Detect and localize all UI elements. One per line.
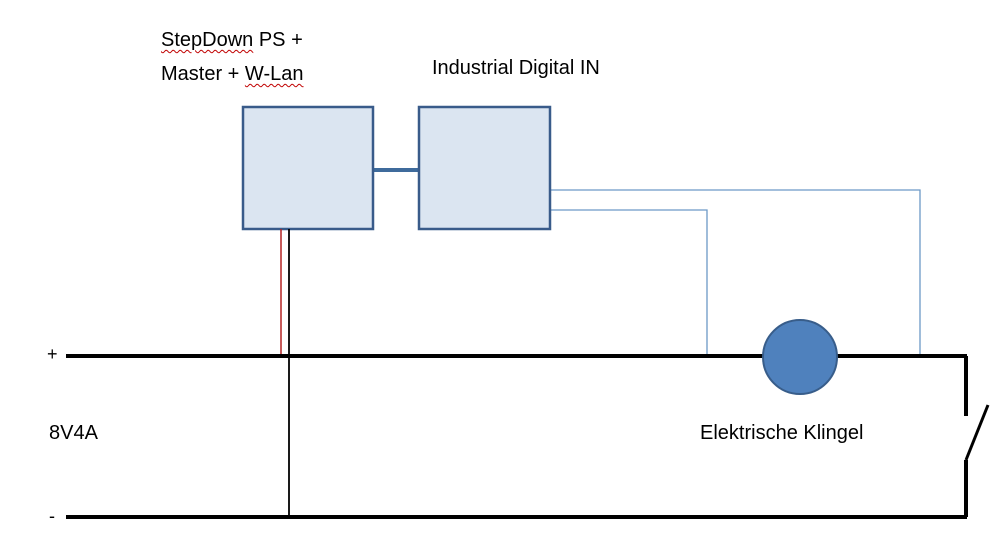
electric-bell-label: Elektrische Klingel xyxy=(700,422,864,444)
stepdown-ps-text: PS + xyxy=(253,29,303,51)
negative-terminal-label: - xyxy=(49,506,55,526)
stepdown-word: StepDown xyxy=(161,29,254,51)
stepdown-master-wlan-box xyxy=(241,105,375,231)
signal-wire-lower xyxy=(551,209,708,356)
stepdown-label-line2: Master + W-Lan xyxy=(161,61,303,87)
signal-wire-upper xyxy=(551,189,921,356)
stepdown-label-line1: StepDown PS + xyxy=(161,27,303,53)
industrial-digital-in-label: Industrial Digital IN xyxy=(432,57,600,79)
wlan-word: W-Lan xyxy=(244,63,304,85)
industrial-digital-in-box xyxy=(417,105,552,231)
voltage-label: 8V4A xyxy=(49,422,98,444)
switch-lever xyxy=(964,404,990,461)
master-text: Master + xyxy=(161,63,245,85)
positive-terminal-label: + xyxy=(47,344,58,364)
electric-bell xyxy=(762,319,838,395)
